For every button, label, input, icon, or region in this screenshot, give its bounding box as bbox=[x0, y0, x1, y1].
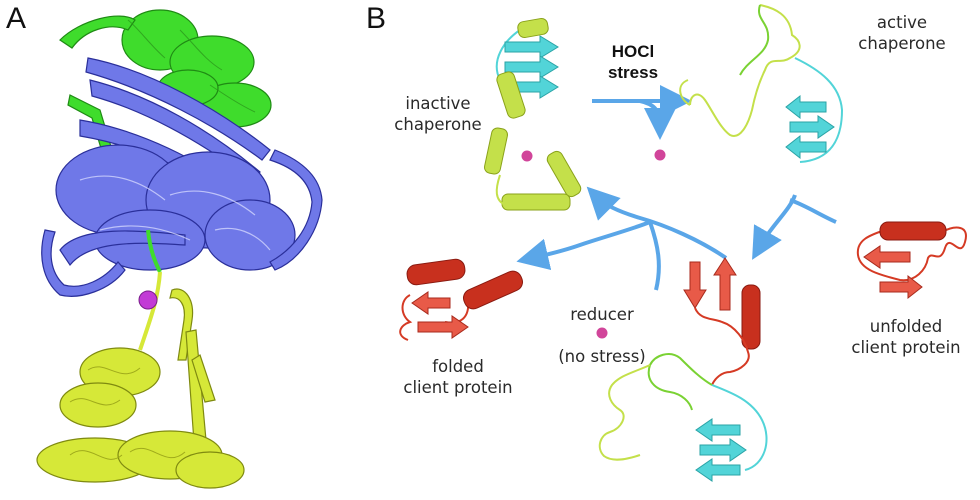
active-chaperone-label: active chaperone bbox=[858, 13, 946, 53]
beta-strand-arrow-icon bbox=[411, 291, 469, 339]
folded-client-label: folded client protein bbox=[403, 357, 513, 397]
yellow-domain bbox=[36, 288, 245, 489]
chaperone-cycle-diagram bbox=[399, 4, 967, 482]
helix-cylinder-icon bbox=[406, 258, 524, 310]
green-linker bbox=[146, 229, 162, 273]
inactive-chaperone bbox=[484, 17, 582, 211]
active-chaperone bbox=[679, 4, 844, 163]
client-chaperone-complex bbox=[598, 257, 768, 482]
beta-strand-arrow-icon bbox=[695, 418, 747, 482]
unfolded-client-protein bbox=[856, 221, 967, 300]
released-zinc-icon bbox=[654, 149, 666, 161]
beta-strand-arrow-icon bbox=[863, 245, 923, 300]
zinc-ion-icon bbox=[521, 150, 533, 162]
helix-cylinder-icon bbox=[741, 284, 761, 350]
reducer-zinc-icon bbox=[596, 327, 608, 339]
blue-domain bbox=[41, 57, 323, 297]
stress-label: HOCl stress bbox=[607, 42, 659, 82]
folded-client-protein bbox=[399, 258, 524, 341]
inactive-chaperone-label: inactive chaperone bbox=[394, 94, 482, 134]
protein-structure bbox=[36, 9, 323, 489]
reducer-label: reducer (no stress) bbox=[558, 305, 646, 366]
panel-label-a: A bbox=[6, 2, 27, 35]
unfolded-client-label: unfolded client protein bbox=[851, 317, 961, 357]
reducer-arrows bbox=[516, 186, 728, 291]
zinc-ion-icon bbox=[138, 290, 158, 310]
helix-cylinder-icon bbox=[879, 221, 947, 241]
stress-arrow bbox=[592, 85, 692, 140]
binding-arrow bbox=[752, 194, 797, 260]
panel-label-b: B bbox=[366, 2, 387, 35]
beta-strand-arrow-icon bbox=[785, 94, 835, 160]
beta-strand-arrow-icon bbox=[504, 35, 559, 99]
beta-strand-arrow-icon bbox=[683, 257, 737, 311]
